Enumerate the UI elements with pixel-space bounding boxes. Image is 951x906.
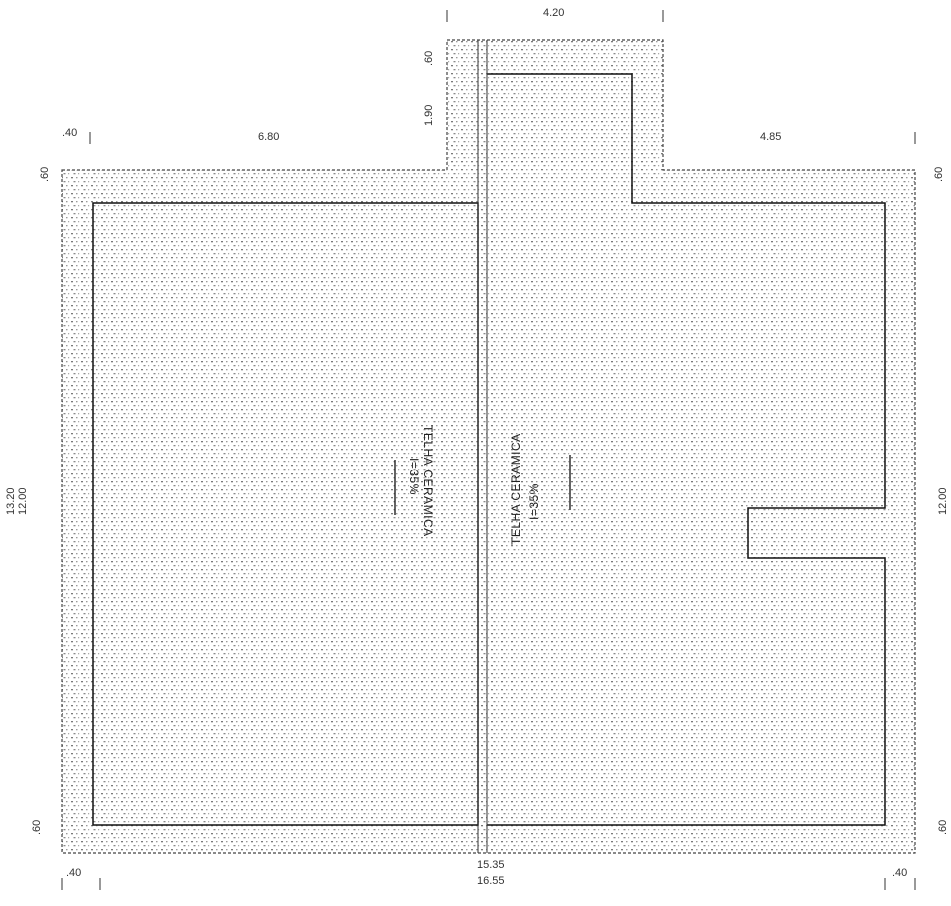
dim-top-left: 6.80 (258, 131, 279, 143)
dimension-ticks (61, 10, 916, 890)
dim-overhang-bottom-right: .60 (937, 820, 949, 835)
dim-corner-tl: .40 (62, 127, 77, 139)
roof-label-right: TELHA CERAMICA (509, 433, 523, 545)
dim-corner-bl: .40 (66, 867, 81, 879)
dim-top-right: 4.85 (760, 131, 781, 143)
dim-overhang-top-left: .60 (39, 167, 51, 182)
roof-label-left: TELHA CERAMICA (421, 425, 435, 537)
dim-corner-br: .40 (892, 867, 907, 879)
dim-left-outer: 13.20 (5, 487, 17, 515)
dim-right-outer: 12.00 (937, 487, 949, 515)
dim-top-center: 4.20 (543, 7, 564, 19)
wall-outline-right (487, 73, 886, 826)
dim-tower-overhang: .60 (423, 51, 435, 66)
dim-bottom-inner: 15.35 (477, 859, 505, 871)
dim-bottom-outer: 16.55 (477, 875, 505, 887)
dim-overhang-top-right: .60 (933, 167, 945, 182)
dim-left-inner: 12.00 (17, 487, 29, 515)
roof-outline (61, 39, 916, 854)
slope-label-left: I=35% (407, 458, 421, 495)
dim-tower-height: 1.90 (423, 105, 435, 126)
slope-label-right: I=35% (527, 483, 541, 520)
dim-overhang-bottom-left: .60 (31, 820, 43, 835)
